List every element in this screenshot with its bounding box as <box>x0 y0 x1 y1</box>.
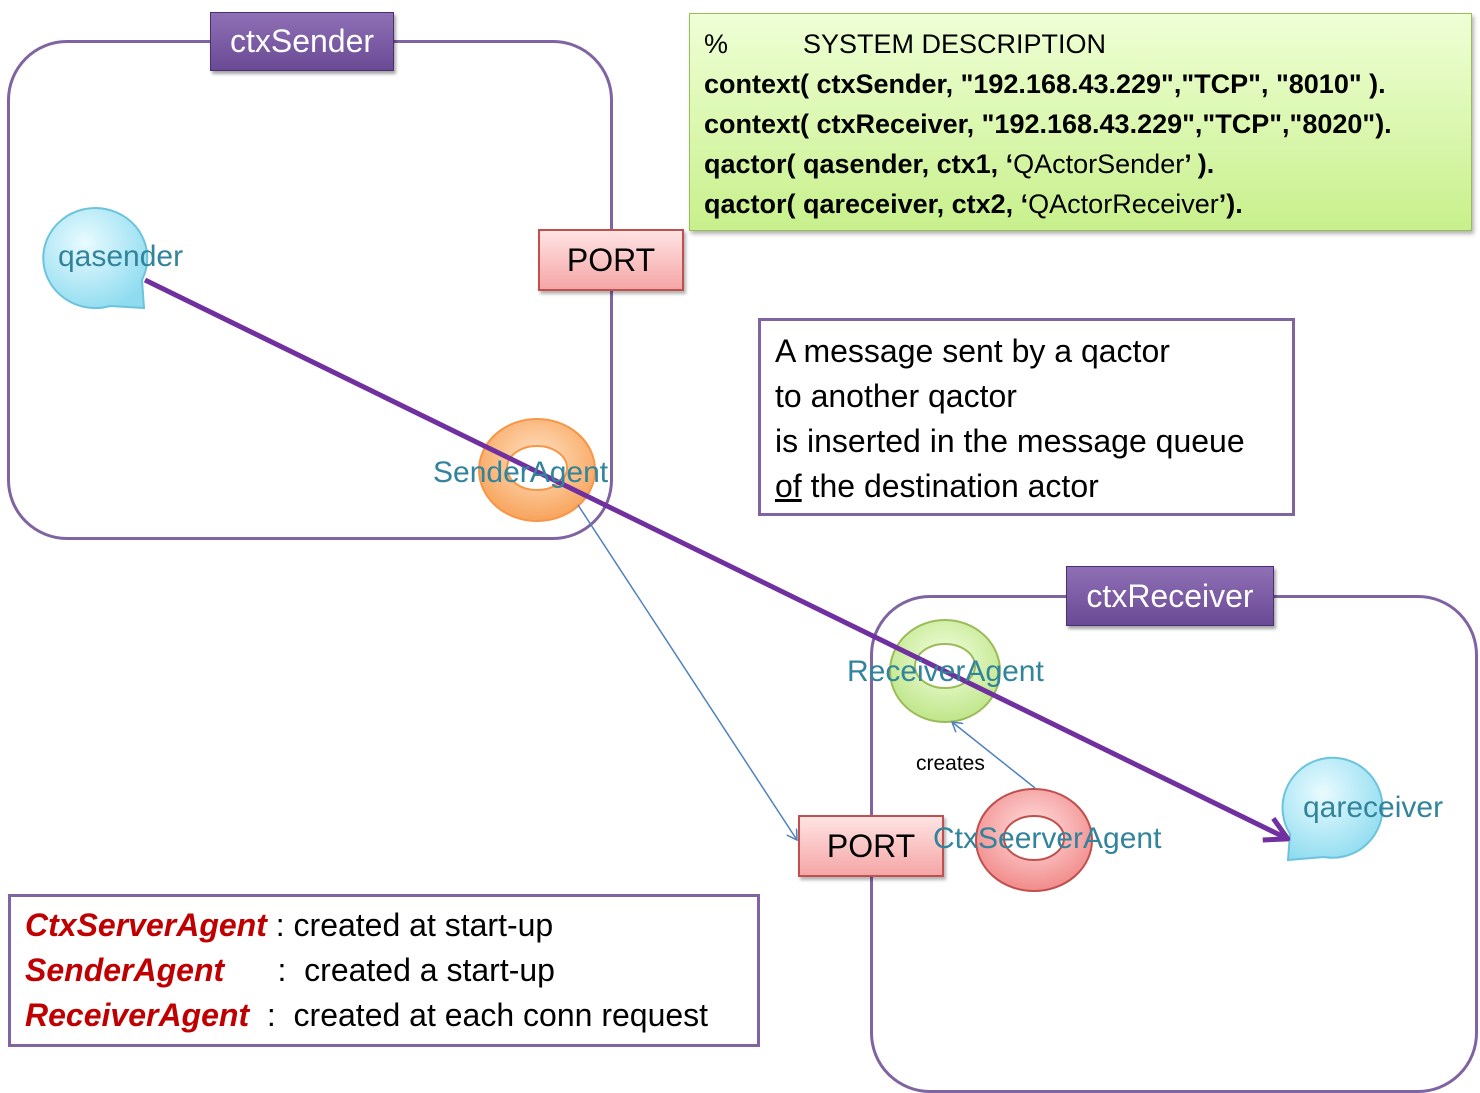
system-description-header: %SYSTEM DESCRIPTION <box>704 29 1107 59</box>
note-line-4: of the destination actor <box>775 468 1099 504</box>
qasender-bubble <box>42 207 149 310</box>
context-receiver-line: context( ctxReceiver, "192.168.43.229","… <box>704 109 1392 139</box>
qareceiver-bubble <box>1281 756 1384 862</box>
creates-label: creates <box>916 752 985 775</box>
server-agent-ring <box>975 788 1093 892</box>
qareceiver-label: qareceiver <box>1303 791 1444 824</box>
server-agent-label: CtxSeerverAgent <box>933 822 1162 855</box>
note-line-3: is inserted in the message queue <box>775 423 1245 459</box>
system-description: %SYSTEM DESCRIPTION context( ctxSender, … <box>689 13 1472 231</box>
legend-row: SenderAgent : created a start-up <box>25 952 555 988</box>
sender-agent-label: SenderAgent <box>433 456 609 489</box>
note-line-1: A message sent by a qactor <box>775 333 1170 369</box>
qasender-label: qasender <box>58 240 184 273</box>
legend-row: ReceiverAgent : created at each conn req… <box>25 997 709 1033</box>
creates-arrow <box>952 722 1036 789</box>
message-arrow <box>143 277 1291 843</box>
connect-arrow <box>577 504 797 840</box>
context-sender-line: context( ctxSender, "192.168.43.229","TC… <box>704 69 1386 99</box>
agent-legend: CtxServerAgent : created at start-up Sen… <box>8 894 760 1047</box>
message-note: A message sent by a qactor to another qa… <box>758 318 1295 516</box>
qactor-receiver-line: qactor( qareceiver, ctx2, ‘QActorReceive… <box>704 189 1243 219</box>
qactor-sender-line: qactor( qasender, ctx1, ‘QActorSender’ )… <box>704 149 1215 179</box>
legend-row: CtxServerAgent : created at start-up <box>25 907 554 943</box>
receiver-port: PORT <box>798 815 944 877</box>
sender-port: PORT <box>538 229 684 291</box>
ctx-receiver-label: ctxReceiver <box>1066 566 1274 626</box>
note-line-2: to another qactor <box>775 378 1017 414</box>
receiver-agent-label: ReceiverAgent <box>847 655 1044 688</box>
ctx-sender-label: ctxSender <box>210 12 394 71</box>
